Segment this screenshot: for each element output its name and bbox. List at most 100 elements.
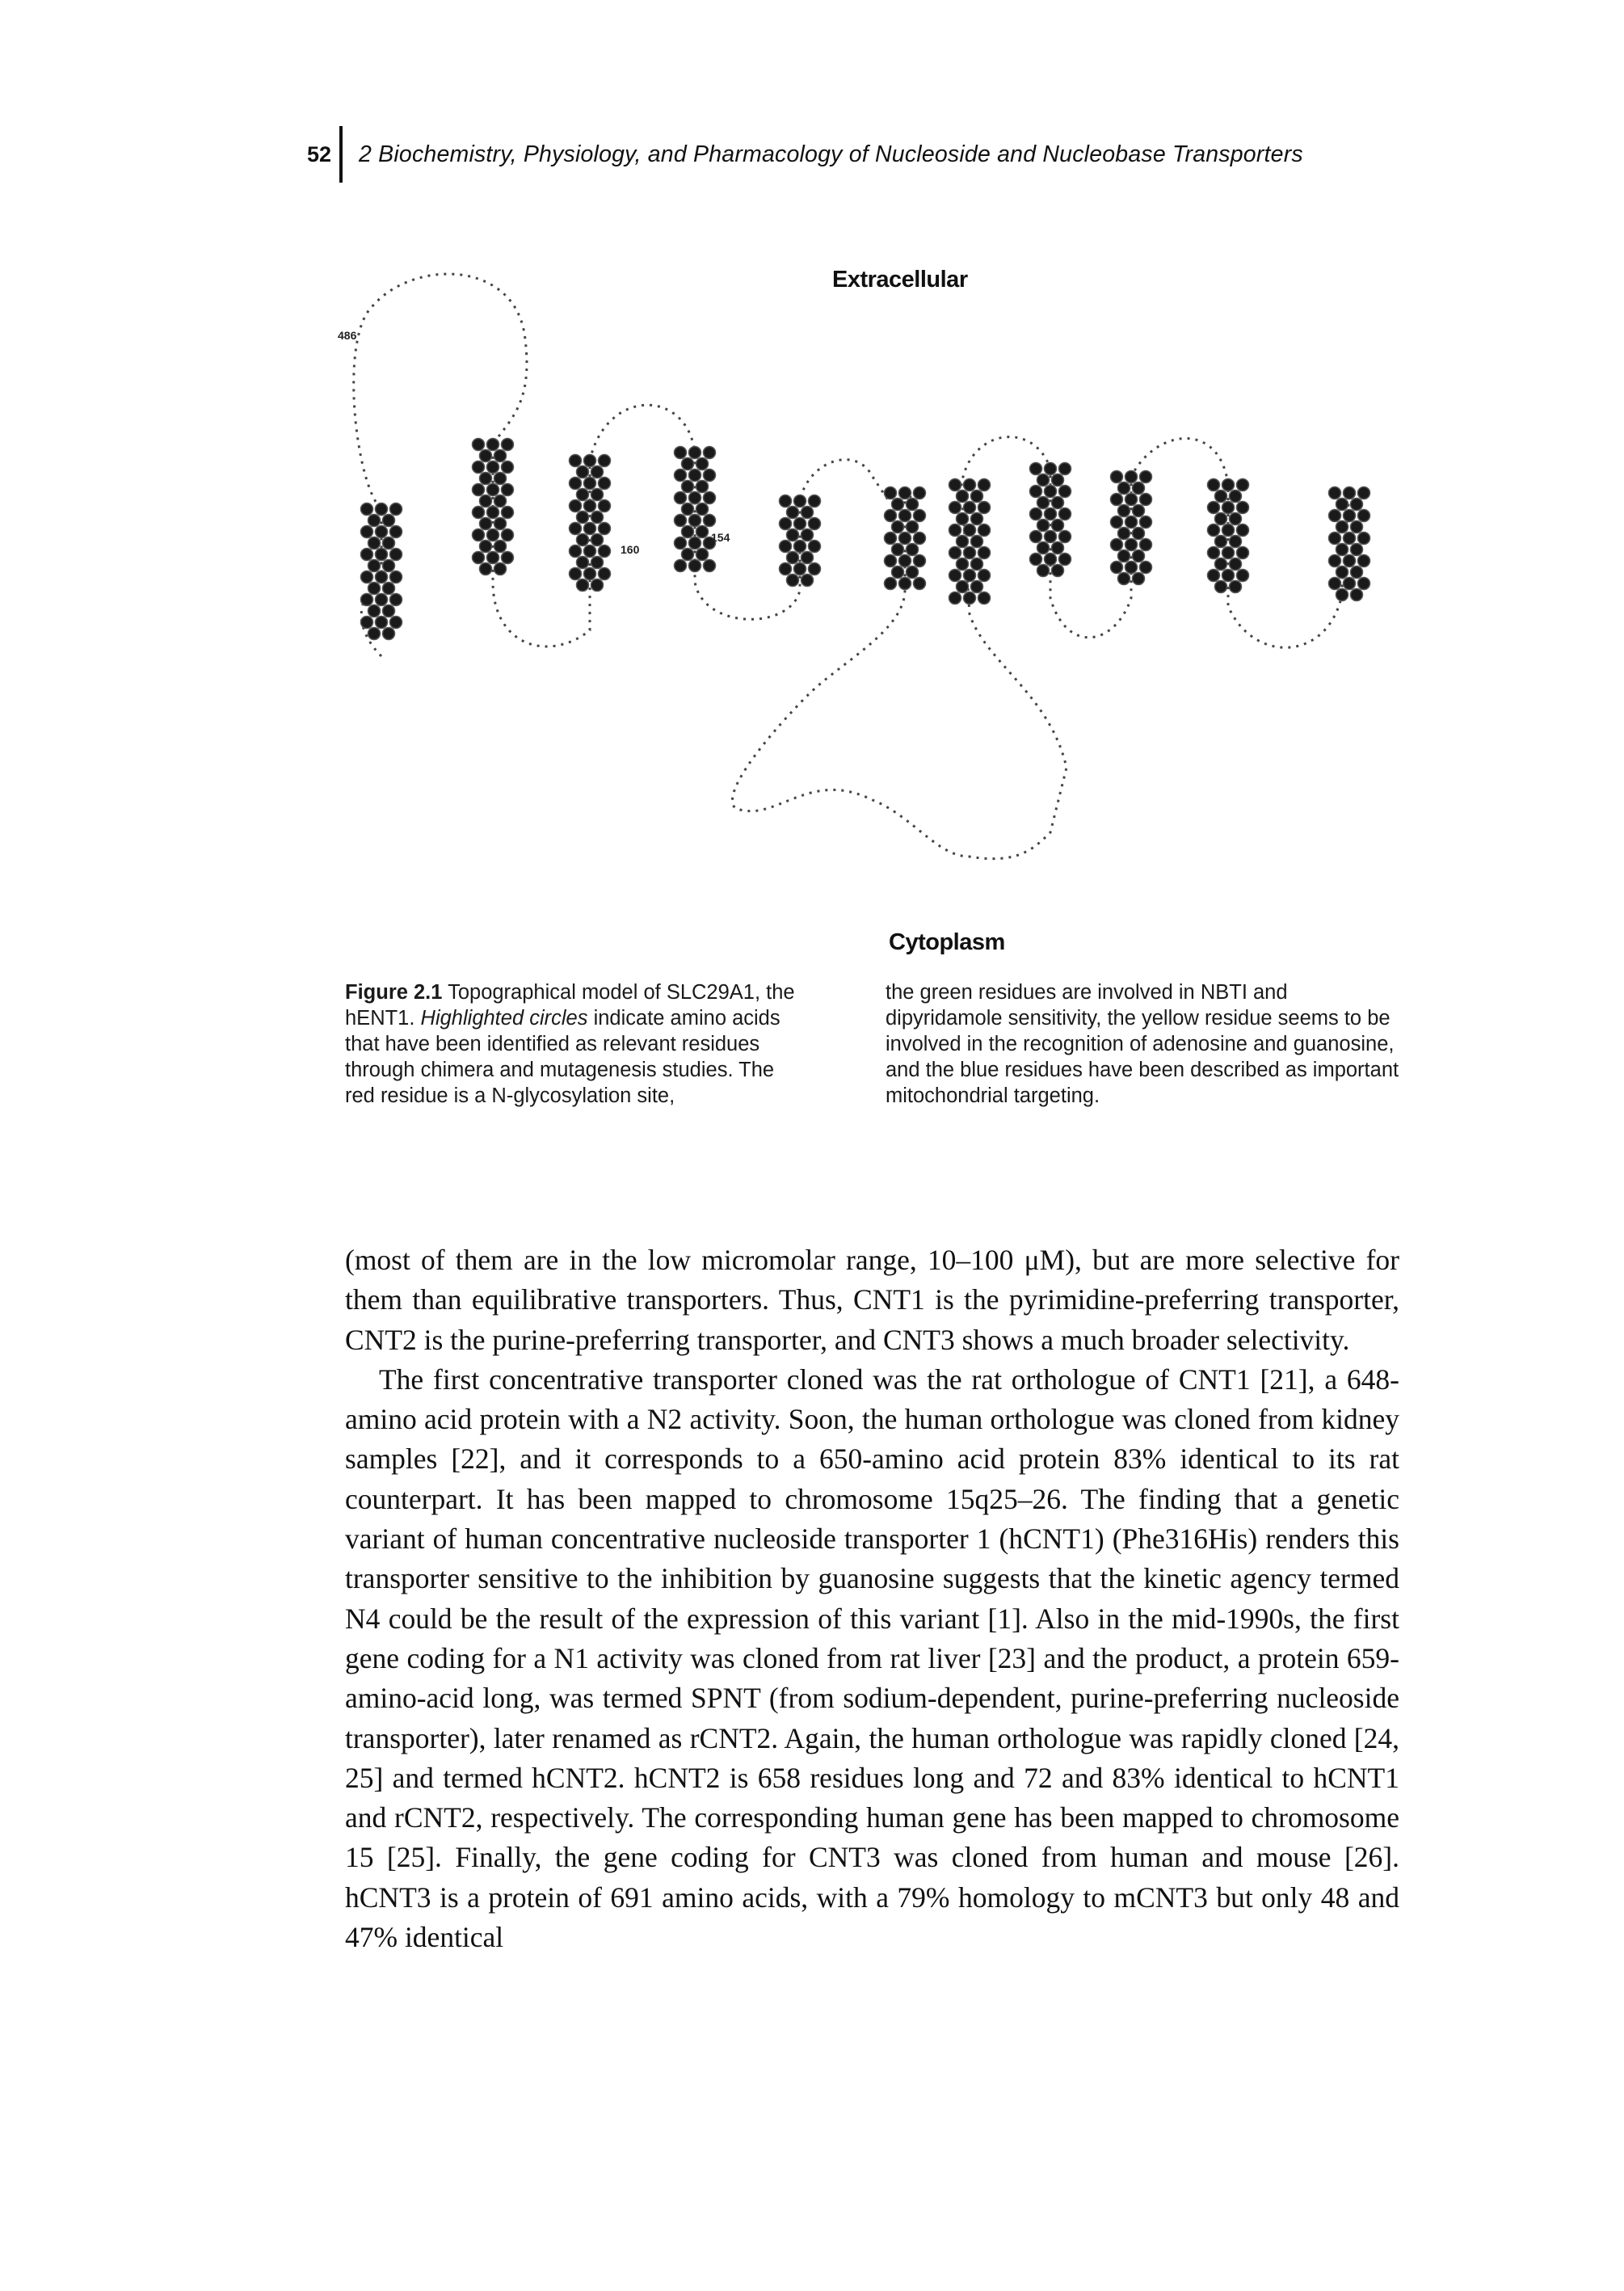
residue-circle: [1109, 515, 1124, 529]
residue-circle: [912, 554, 927, 568]
residue-circle: [702, 558, 717, 573]
residue-circle: [389, 524, 403, 539]
residue-circle: [360, 615, 374, 630]
residue-circle: [977, 568, 991, 583]
residue-circle: [673, 558, 688, 573]
residue-circle: [360, 592, 374, 607]
residue-circle: [1117, 549, 1131, 563]
residue-circle: [807, 539, 822, 554]
residue-circle: [1029, 552, 1043, 566]
residue-circle: [1117, 503, 1131, 518]
residue-circle: [1214, 489, 1228, 503]
residue-circle: [590, 578, 604, 592]
residue-circle: [785, 528, 800, 542]
residue-circle: [583, 544, 597, 558]
residue-circle: [360, 502, 374, 516]
residue-circle: [583, 499, 597, 513]
residue-circle: [493, 449, 507, 463]
residue-circle: [1124, 560, 1138, 575]
residue-circle: [1058, 461, 1072, 476]
residue-circle: [807, 516, 822, 531]
residue-circle: [890, 520, 905, 534]
residue-circle: [1131, 526, 1146, 541]
residue-circle: [471, 482, 486, 497]
residue-circle: [389, 502, 403, 516]
residue-circle: [381, 558, 396, 573]
residue-circle: [1357, 531, 1371, 545]
residue-circle: [575, 465, 590, 479]
residue-circle: [478, 471, 493, 486]
residue-circle: [367, 626, 381, 641]
residue-circle: [673, 468, 688, 482]
residue-circle: [1109, 492, 1124, 507]
running-title: 2 Biochemistry, Physiology, and Pharmaco…: [359, 141, 1303, 167]
residue-circle: [890, 497, 905, 512]
residue-circle: [1228, 512, 1243, 526]
residue-circle: [793, 494, 807, 508]
residue-circle: [1043, 484, 1058, 499]
residue-circle: [1349, 542, 1364, 557]
residue-circle: [360, 547, 374, 562]
body-text: (most of them are in the low micromolar …: [345, 1240, 1399, 1957]
residue-circle: [970, 512, 984, 526]
residue-circle: [1221, 568, 1235, 583]
figure-caption-left: Figure 2.1 Topographical model of SLC29A…: [345, 979, 797, 1109]
residue-circle: [1335, 497, 1349, 512]
residue-circle: [1235, 478, 1250, 492]
residue-circle: [1335, 565, 1349, 579]
residue-circle: [688, 558, 702, 573]
residue-circle: [948, 500, 962, 515]
residue-circle: [912, 486, 927, 500]
residue-circle: [1342, 531, 1357, 545]
residue-circle: [948, 523, 962, 537]
residue-circle: [912, 531, 927, 545]
residue-circle: [1058, 552, 1072, 566]
residue-circle: [1058, 529, 1072, 544]
residue-circle: [568, 453, 583, 468]
residue-circle: [962, 478, 977, 492]
residue-circle: [673, 491, 688, 505]
residue-circle: [702, 513, 717, 528]
residue-circle: [1228, 534, 1243, 549]
residue-circle: [962, 545, 977, 560]
residue-circle: [883, 531, 898, 545]
residue-circle: [1357, 554, 1371, 568]
residue-circle: [374, 615, 389, 630]
residue-circle: [381, 513, 396, 528]
figure-label: Figure 2.1: [345, 981, 443, 1004]
residue-circle: [883, 486, 898, 500]
residue-circle: [1124, 470, 1138, 484]
residue-circle: [1221, 478, 1235, 492]
residue-circle: [389, 592, 403, 607]
residue-circle: [1138, 537, 1153, 552]
residue-circle: [1029, 461, 1043, 476]
residue-circle: [912, 508, 927, 523]
transmembrane-helix: [1206, 478, 1250, 594]
residue-circle: [688, 445, 702, 460]
residue-circle: [1117, 526, 1131, 541]
running-head: 52 2 Biochemistry, Physiology, and Pharm…: [284, 126, 1303, 183]
residue-circle: [1349, 497, 1364, 512]
residue-circle: [1235, 523, 1250, 537]
residue-circle: [486, 437, 500, 452]
residue-circle: [568, 476, 583, 491]
residue-number-label: 154: [711, 531, 730, 544]
residue-circle: [478, 539, 493, 554]
residue-circle: [1335, 520, 1349, 534]
residue-circle: [962, 523, 977, 537]
residue-circle: [1124, 515, 1138, 529]
residue-circle: [1043, 461, 1058, 476]
residue-circle: [389, 570, 403, 584]
residue-circle: [568, 566, 583, 581]
residue-circle: [583, 453, 597, 468]
residue-circle: [575, 555, 590, 570]
residue-circle: [1206, 523, 1221, 537]
residue-circle: [785, 573, 800, 587]
residue-circle: [1357, 508, 1371, 523]
residue-circle: [1138, 515, 1153, 529]
residue-circle: [955, 579, 970, 594]
residue-circle: [970, 557, 984, 571]
transmembrane-helix: [948, 478, 991, 605]
residue-circle: [702, 491, 717, 505]
